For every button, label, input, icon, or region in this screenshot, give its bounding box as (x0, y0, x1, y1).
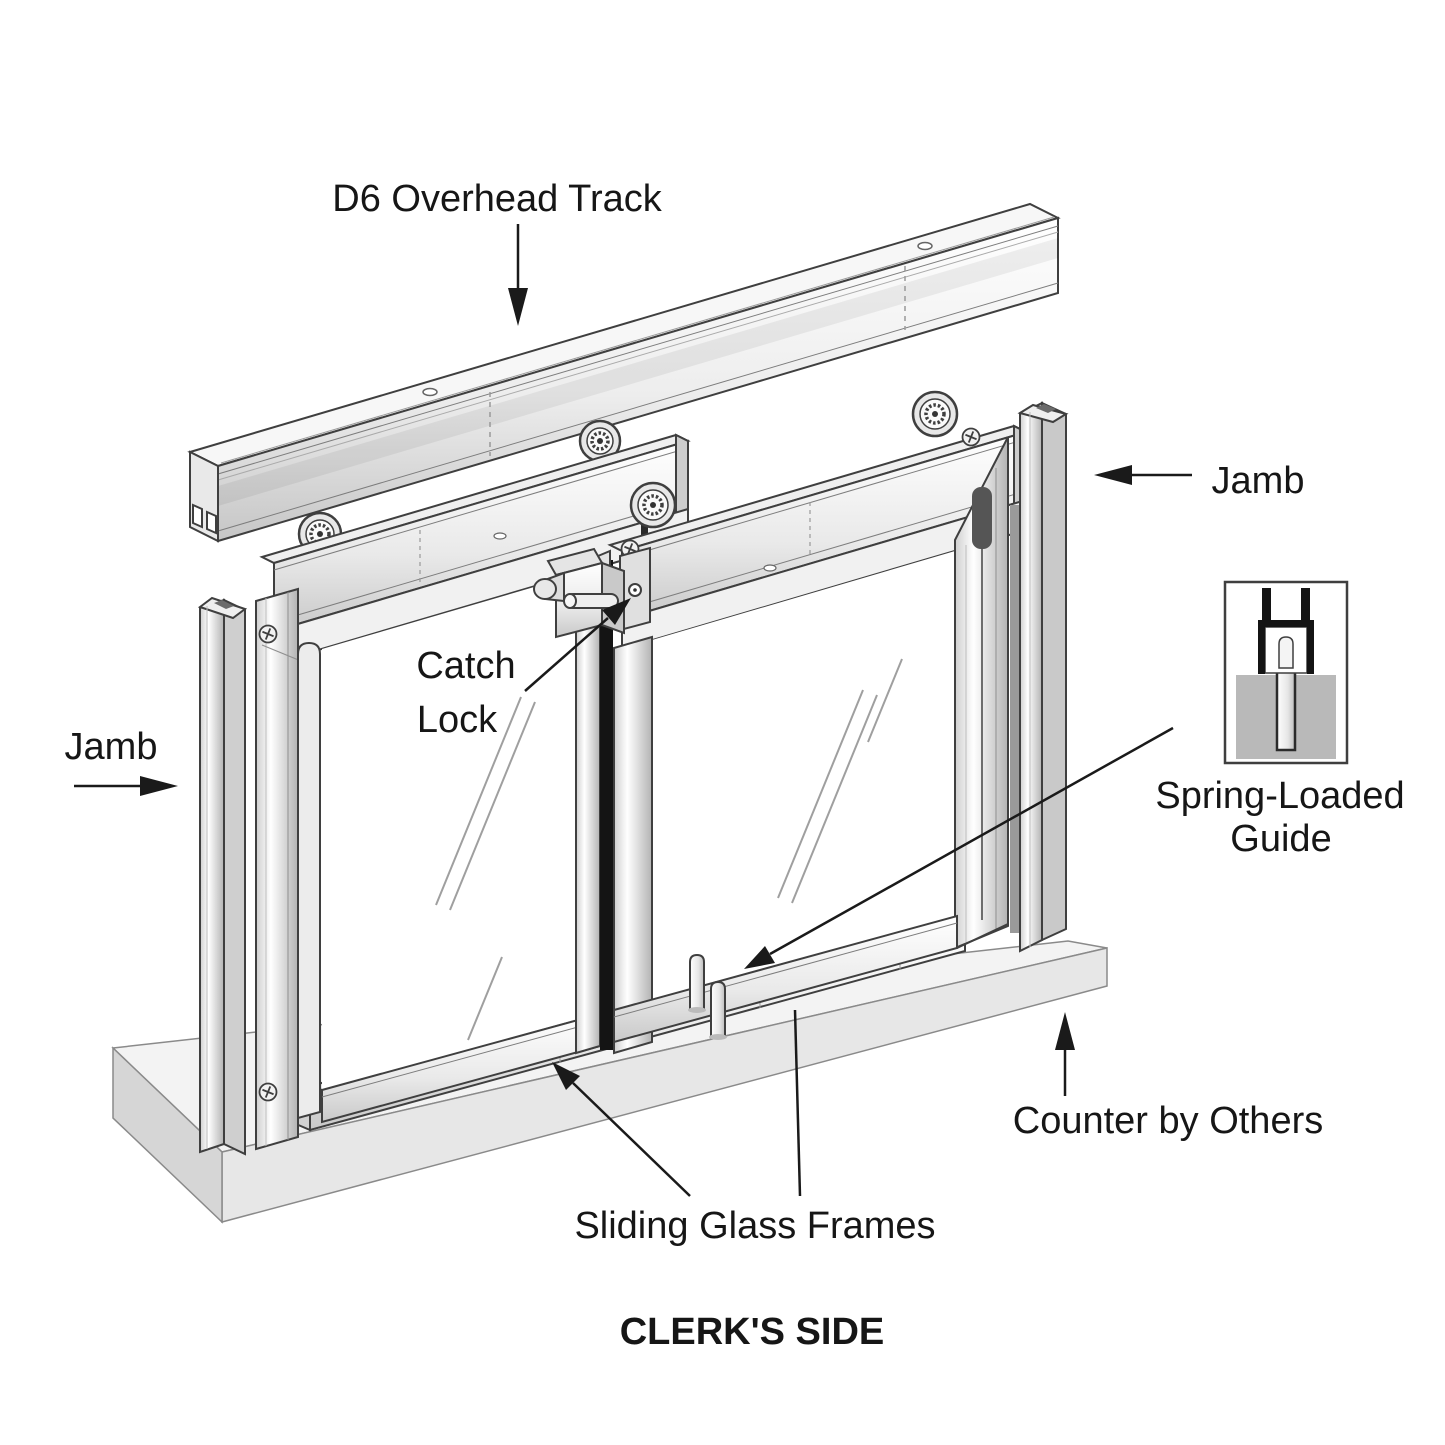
screw-icon (961, 427, 981, 447)
screw-icon (258, 1082, 278, 1102)
spring-loaded-guide-pins-drawing (688, 953, 727, 1040)
arrow-up-icon (1055, 1012, 1075, 1050)
arrow-right-icon (140, 776, 178, 796)
arrow-downleft-icon (744, 946, 775, 969)
overhead-track-drawing (187, 202, 1061, 543)
screw-icon (258, 624, 278, 644)
roller-icon (629, 481, 677, 529)
guide-channel-detail (1258, 588, 1314, 674)
label-sliding-frames: Sliding Glass Frames (574, 1205, 935, 1247)
catch-lock-leader (524, 617, 609, 692)
left-jamb-drawing (197, 596, 248, 1156)
annotations (74, 224, 1192, 1197)
label-guide: Guide (1230, 818, 1331, 860)
label-counter: Counter by Others (1013, 1100, 1323, 1142)
roller-icon (911, 390, 959, 438)
label-overhead-track: D6 Overhead Track (332, 178, 662, 220)
glass-reflection-lines (435, 696, 536, 1041)
glass-reflection-lines (777, 658, 903, 904)
label-catch: Catch (416, 645, 515, 687)
right-jamb-drawing (1017, 401, 1069, 953)
label-jamb-left: Jamb (65, 726, 158, 768)
frames-leader-right (793, 1009, 802, 1197)
arrow-down-icon (508, 288, 528, 326)
arrow-upright-icon (602, 598, 631, 625)
frames-leader-left (572, 1082, 691, 1197)
label-lock: Lock (417, 699, 498, 741)
caption-clerks-side: CLERK'S SIDE (620, 1311, 885, 1353)
arrow-left-icon (1094, 465, 1132, 485)
right-sliding-frame-drawing (597, 390, 1029, 1055)
guide-leader (769, 726, 1174, 956)
label-spring-loaded: Spring-Loaded (1155, 775, 1404, 817)
roller-icon (578, 419, 622, 463)
arrow-upleft-icon (552, 1062, 580, 1090)
frame-jamb-gap-shadow (1010, 505, 1021, 933)
guide-detail-inset (1223, 580, 1349, 765)
label-jamb-right: Jamb (1212, 460, 1305, 502)
left-sliding-frame-drawing (255, 419, 691, 1151)
